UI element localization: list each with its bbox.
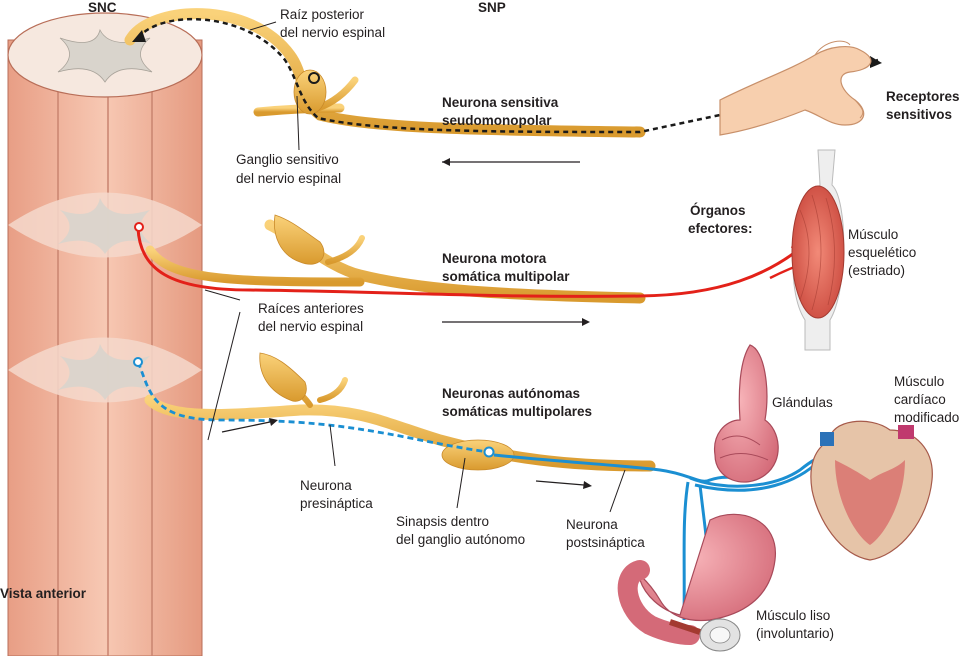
synapse-label-line2: del ganglio autónomo <box>396 532 525 547</box>
postsynaptic-neuron-label-line1: Neurona <box>566 517 618 532</box>
spinal-cord <box>7 12 203 656</box>
motor-neuron-title-line1: Neurona motora <box>442 251 547 266</box>
postsynaptic-neuron-label-line2: postsináptica <box>566 535 645 550</box>
glands-illustration <box>713 344 779 483</box>
stomach-illustration <box>617 513 776 652</box>
sensory-neuron-title-line2: seudomonopolar <box>442 113 552 128</box>
cardiac-muscle-label-line2: cardíaco <box>894 392 946 407</box>
autonomic-neurons-title-line2: somáticas multipolares <box>442 404 592 419</box>
anterior-view-label: Vista anterior <box>0 586 87 601</box>
sensory-ganglion-label-line1: Ganglio sensitivo <box>236 152 339 167</box>
labels: SNC SNP Vista anterior Raíz posterior de… <box>0 0 960 641</box>
snc-header: SNC <box>88 0 117 15</box>
presynaptic-neuron-label-line2: presináptica <box>300 496 373 511</box>
postganglionic-cell-body <box>483 446 495 458</box>
posterior-root-label-line1: Raíz posterior <box>280 7 365 22</box>
leader-lines <box>204 21 626 513</box>
receptors-label-line1: Receptores <box>886 89 960 104</box>
effectors-label-line1: Órganos <box>690 203 746 218</box>
preganglionic-cell-body <box>133 357 143 367</box>
anterior-roots-label-line2: del nervio espinal <box>258 319 363 334</box>
skeletal-muscle-illustration <box>791 149 845 351</box>
motor-neuron-title-line2: somática multipolar <box>442 269 570 284</box>
effectors-label-line2: efectores: <box>688 221 753 236</box>
sensory-arrowhead-hand <box>870 56 882 68</box>
postsynaptic-signal-path <box>493 453 746 483</box>
skeletal-muscle-label-line1: Músculo <box>848 227 898 242</box>
hand-illustration <box>719 40 872 136</box>
anterior-roots-label-line1: Raíces anteriores <box>258 301 364 316</box>
cardiac-muscle-label-line1: Músculo <box>894 374 944 389</box>
glands-label: Glándulas <box>772 395 833 410</box>
sensory-neuron-title-line1: Neurona sensitiva <box>442 95 559 110</box>
synapse-label-line1: Sinapsis dentro <box>396 514 489 529</box>
autonomic-direction-arrow-2 <box>535 480 585 486</box>
skeletal-muscle-label-line3: (estriado) <box>848 263 905 278</box>
motor-cell-body <box>134 222 144 232</box>
receptors-label-line2: sensitivos <box>886 107 952 122</box>
sensory-ganglion-label-line2: del nervio espinal <box>236 171 341 186</box>
presynaptic-neuron-label-line1: Neurona <box>300 478 352 493</box>
sensory-cell-body <box>308 72 320 84</box>
skeletal-muscle-label-line2: esquelético <box>848 245 916 260</box>
heart-illustration <box>810 420 933 561</box>
motor-ganglion <box>273 214 325 265</box>
presynaptic-signal-path <box>136 361 489 454</box>
smooth-muscle-label-line1: Músculo liso <box>756 608 830 623</box>
cardiac-muscle-label-line3: modificado <box>894 410 959 425</box>
gray-matter-lower <box>58 344 152 400</box>
autonomic-direction-arrow-1 <box>221 421 271 433</box>
motor-signal-path <box>136 227 809 298</box>
autonomic-neurons-title-line1: Neuronas autónomas <box>442 386 580 401</box>
gray-matter-middle <box>58 198 152 254</box>
posterior-root-label-line2: del nervio espinal <box>280 25 385 40</box>
autonomic-ganglion-upper <box>259 352 307 402</box>
sensory-arrowhead-cord <box>132 30 146 42</box>
snp-header: SNP <box>478 0 506 15</box>
smooth-muscle-label-line2: (involuntario) <box>756 626 834 641</box>
